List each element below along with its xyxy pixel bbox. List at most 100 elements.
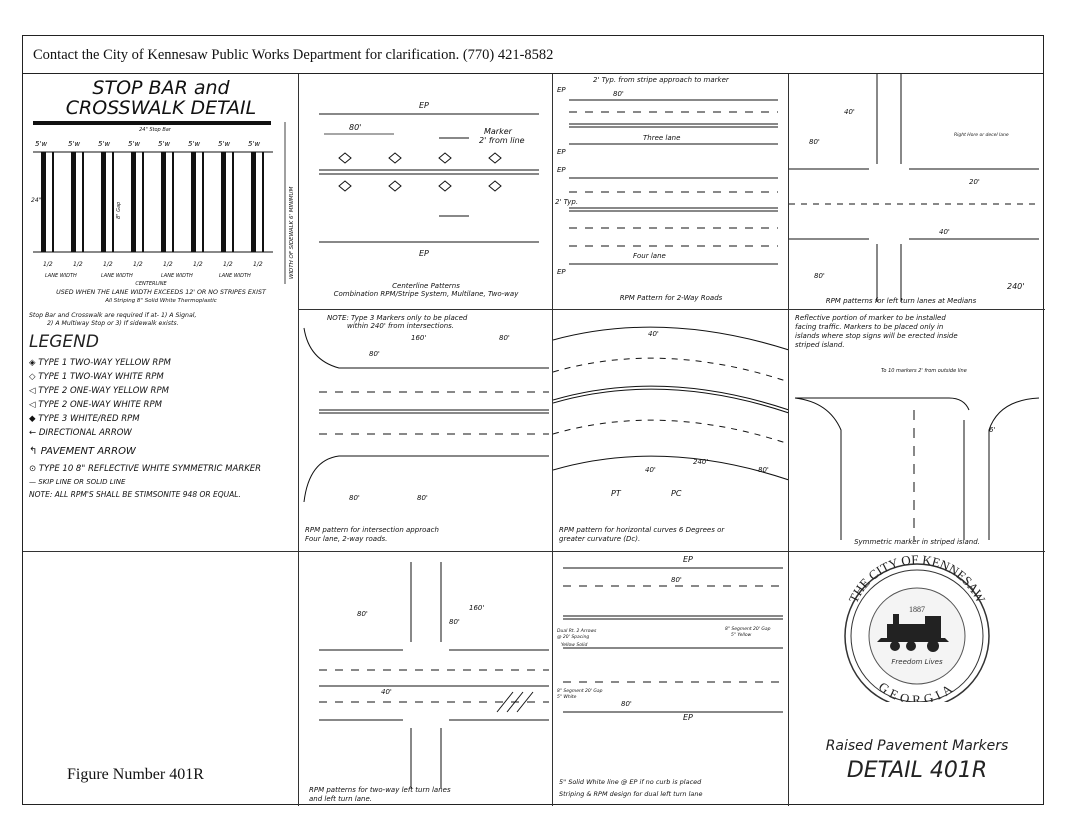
dim-80: 80' xyxy=(499,334,510,342)
lane-width-label: LANE WIDTH xyxy=(219,273,251,279)
lane-width-label: LANE WIDTH xyxy=(161,273,193,279)
legend-item: ↰ PAVEMENT ARROW xyxy=(29,446,136,457)
stopbar-note-2: All Striping 8" Solid White Thermoplasti… xyxy=(104,298,217,304)
seal-motto: Freedom Lives xyxy=(891,658,943,666)
dim-80: 80' xyxy=(349,123,361,132)
two-way-panel: 2' Typ. from stripe approach to marker E… xyxy=(553,74,789,310)
bottom-dim: 1/2 xyxy=(133,261,143,268)
three-lane-label: Three lane xyxy=(643,134,680,142)
dim-160: 160' xyxy=(411,334,426,342)
left-turn-caption-1: RPM patterns for two-way left turn lanes xyxy=(309,786,451,794)
symmetric-panel: Reflective portion of marker to be insta… xyxy=(789,310,1045,552)
ep-bottom: EP xyxy=(419,249,429,258)
bottom-dim: 1/2 xyxy=(103,261,113,268)
ep-top: EP xyxy=(419,101,429,110)
left-turn-caption-2: and left turn lane. xyxy=(309,795,372,803)
spacing-label: 5'w xyxy=(188,140,200,148)
bottom-dim: 1/2 xyxy=(73,261,83,268)
spacing-label: 5'w xyxy=(68,140,80,148)
dim-40: 40' xyxy=(844,108,855,116)
symmetric-caption: Symmetric marker in striped island. xyxy=(854,538,980,546)
typ-label: 2' Typ. xyxy=(555,198,578,206)
two-way-caption: RPM Pattern for 2-Way Roads xyxy=(620,294,723,302)
right-turn-label: Right Hore or decel lane xyxy=(954,132,1009,138)
marker-label: Marker xyxy=(484,127,513,136)
legend-note: NOTE: ALL RPM'S SHALL BE STIMSONITE 948 … xyxy=(29,490,241,499)
title-line-1: Raised Pavement Markers xyxy=(825,738,1009,754)
stopbar-note-4: 2) A Multiway Stop or 3) If sidewalk exi… xyxy=(47,320,179,327)
medians-caption: RPM patterns for left turn lanes at Medi… xyxy=(826,297,977,305)
dual-label: @ 20' Spacing xyxy=(557,634,589,640)
locomotive-icon xyxy=(877,614,949,652)
ep-label: EP xyxy=(557,86,566,94)
diamond-icon: ◇ xyxy=(29,372,36,382)
stopbar-note-1: USED WHEN THE LANE WIDTH EXCEEDS 12' OR … xyxy=(56,289,267,296)
dual-label: 8" Segment 20' Gap xyxy=(557,688,603,694)
spacing-label: 5'w xyxy=(98,140,110,148)
dual-left-turn-panel: EP 80' Dual Rt. 2 Arrows @ 20' Spacing 8… xyxy=(553,552,789,806)
stop-bar-crosswalk-panel: STOP BAR and CROSSWALK DETAIL 24" Stop B… xyxy=(23,74,299,310)
stopbar-title-2: CROSSWALK DETAIL xyxy=(66,97,256,119)
curves-panel: 40' 40' 240' 80' PT PC RPM pattern for h… xyxy=(553,310,789,552)
dim-24-label: 24" xyxy=(31,197,42,204)
legend-item: ◁ TYPE 2 ONE-WAY YELLOW RPM xyxy=(29,386,169,396)
curves-diagram: 40' 40' 240' 80' PT PC RPM pattern for h… xyxy=(553,326,788,543)
intersection-diagram: NOTE: Type 3 Markers only to be placed w… xyxy=(303,314,549,543)
dim-80: 80' xyxy=(349,494,360,502)
bottom-dim: 1/2 xyxy=(43,261,53,268)
intersection-note-1: NOTE: Type 3 Markers only to be placed xyxy=(327,314,468,322)
dim-80: 80' xyxy=(621,700,632,708)
centerline-panel: EP 80' Marker 2' from line EP Centerline… xyxy=(299,74,553,310)
dual-label: 8" Segment 20' Gap xyxy=(725,626,771,632)
bottom-dim: 1/2 xyxy=(163,261,173,268)
arrow-left-icon: ← xyxy=(29,428,37,438)
lane-width-label: LANE WIDTH xyxy=(101,273,133,279)
spacing-label: 5'w xyxy=(248,140,260,148)
figure-number: Figure Number 401R xyxy=(67,766,204,783)
dim-240: 240' xyxy=(1007,282,1024,291)
bottom-dim: 1/2 xyxy=(253,261,263,268)
dim-20: 20' xyxy=(969,178,980,186)
spacing-label: 5'w xyxy=(35,140,47,148)
symmetric-note-2: facing traffic. Markers to be placed onl… xyxy=(795,323,943,331)
diamond-dot-icon: ◈ xyxy=(29,358,36,368)
dual-label: 5" White xyxy=(557,694,577,700)
ep-top: EP xyxy=(683,555,693,564)
centerline-diagram: EP 80' Marker 2' from line EP Centerline… xyxy=(319,101,539,298)
two-way-diagram: 2' Typ. from stripe approach to marker E… xyxy=(555,76,778,302)
marker-sub-label: 2' from line xyxy=(479,136,525,145)
legend-item: — SKIP LINE OR SOLID LINE xyxy=(29,478,126,486)
dim-80: 80' xyxy=(449,618,460,626)
legend-title: LEGEND xyxy=(29,332,99,352)
dim-80: 80' xyxy=(417,494,428,502)
legend-panel: Stop Bar and Crosswalk are required if a… xyxy=(23,310,299,552)
line-icon: — xyxy=(29,478,36,486)
title-block-panel: THE CITY OF KENNESAW GEORGIA 1887 Freedo… xyxy=(789,552,1045,806)
contact-header: Contact the City of Kennesaw Public Work… xyxy=(23,36,1043,74)
dual-label: Dual Rt. 2 Arrows xyxy=(557,628,597,634)
stop-bar-label: 24" Stop Bar xyxy=(139,127,172,133)
dim-240: 240' xyxy=(693,458,708,466)
city-seal: THE CITY OF KENNESAW GEORGIA 1887 Freedo… xyxy=(844,552,990,702)
dim-80: 80' xyxy=(758,466,769,474)
intersection-panel: NOTE: Type 3 Markers only to be placed w… xyxy=(299,310,553,552)
stop-bar-diagram: STOP BAR and CROSSWALK DETAIL 24" Stop B… xyxy=(31,77,295,304)
spacing-label: 5'w xyxy=(128,140,140,148)
stopbar-note-3: Stop Bar and Crosswalk are required if a… xyxy=(29,312,197,319)
ep-label: EP xyxy=(557,148,566,156)
intersection-note-2: within 240' from intersections. xyxy=(347,322,454,330)
dim-6: 6' xyxy=(989,426,995,434)
dim-80: 80' xyxy=(671,576,682,584)
legend-item: ⊙ TYPE 10 8" REFLECTIVE WHITE SYMMETRIC … xyxy=(29,464,262,474)
dim-160: 160' xyxy=(469,604,484,612)
triangle-left-icon: ◁ xyxy=(29,386,36,396)
four-lane-label: Four lane xyxy=(633,252,666,260)
title-line-2: DETAIL 401R xyxy=(846,758,988,783)
legend-item: ← DIRECTIONAL ARROW xyxy=(29,428,132,438)
medians-diagram: 80' 40' 80' 20' 40' Right Hore or decel … xyxy=(789,74,1039,305)
spacing-label: 5'w xyxy=(218,140,230,148)
figure-number-panel: Figure Number 401R xyxy=(23,552,299,806)
dim-40: 40' xyxy=(939,228,950,236)
legend-item: ◁ TYPE 2 ONE-WAY WHITE RPM xyxy=(29,400,162,410)
triangle-left-icon: ◁ xyxy=(29,400,36,410)
